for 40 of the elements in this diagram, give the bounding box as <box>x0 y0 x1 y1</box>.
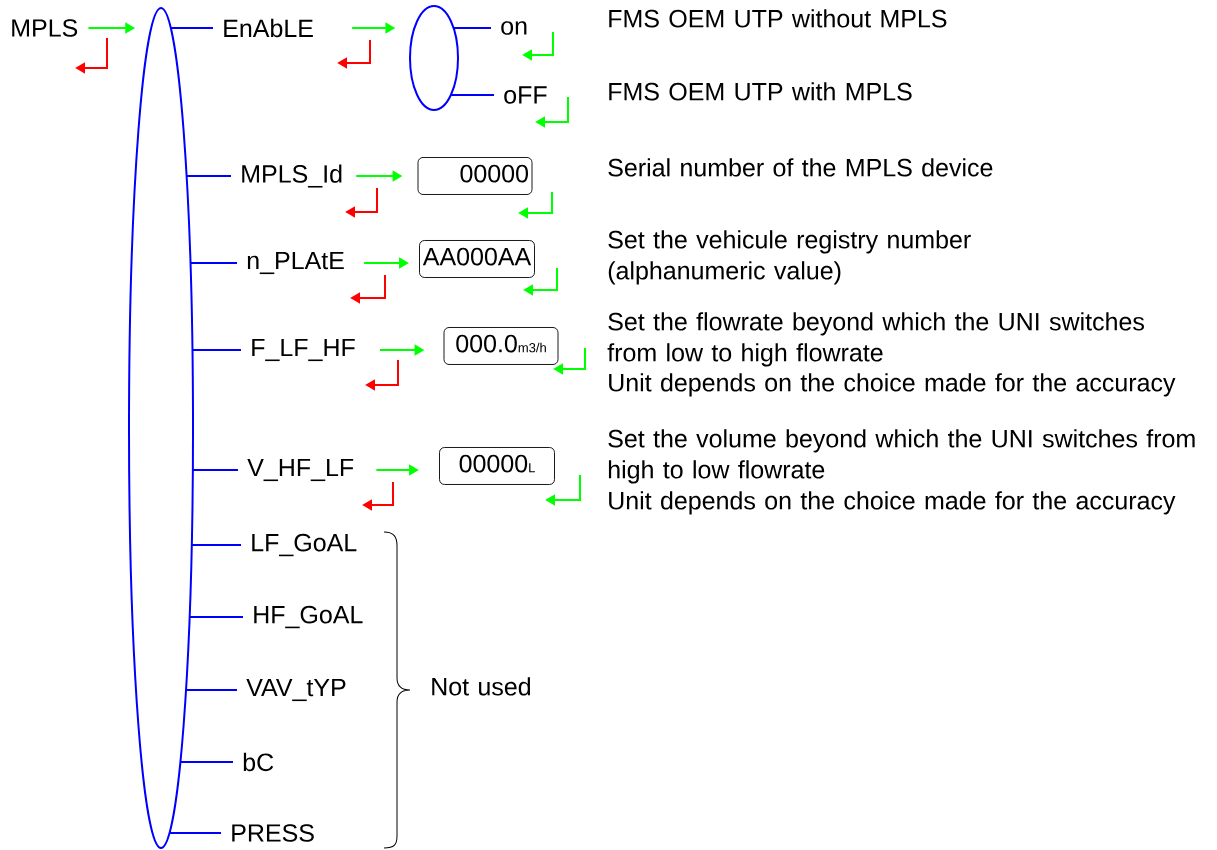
value-box: AA000AA <box>419 240 535 278</box>
branch-line <box>185 175 232 177</box>
branch-line <box>191 469 239 471</box>
description-text: Set the vehicule registry number (alphanumeric value) <box>608 230 971 285</box>
value-box: 00000L <box>439 447 555 485</box>
branch-line <box>168 832 222 834</box>
menu-item: HF_GoAL <box>254 605 363 629</box>
branch-line <box>191 349 242 351</box>
menu-item: oFF <box>504 86 547 104</box>
branch-line <box>179 761 234 763</box>
menu-item: bC <box>243 752 274 772</box>
menu-item: V_HF_LF <box>247 458 354 482</box>
menu-item: MPLS <box>12 19 78 37</box>
branch-line <box>190 544 242 546</box>
description-text: Set the flowrate beyond which the UNI switches from low to high flowrate <box>607 312 1144 367</box>
description-text: FMS OEM UTP with MPLS <box>609 82 912 101</box>
description-text: Unit depends on the choice made for the accuracy <box>609 491 1176 515</box>
description-text: Serial number of the MPLS device <box>608 158 993 177</box>
value-box: 000.0m3/h <box>443 327 559 365</box>
branch-line <box>449 94 495 96</box>
menu-item: n_PLAtE <box>247 251 344 275</box>
menu-item: PRESS <box>232 824 314 842</box>
branch-line <box>185 689 238 691</box>
menu-item: MPLS_Id <box>242 164 342 188</box>
description-text: Unit depends on the choice made for the accuracy <box>609 373 1176 397</box>
menu-item: F_LF_HF <box>252 338 355 362</box>
menu-ellipse <box>128 7 194 849</box>
menu-ellipse <box>409 5 459 111</box>
branch-line <box>169 27 214 29</box>
description-text: Set the volume beyond which the UNI switches from high to low flowrate <box>608 429 1195 484</box>
description-text: FMS OEM UTP without MPLS <box>609 9 947 28</box>
value-box: 00000 <box>417 157 533 195</box>
branch-line <box>189 262 238 264</box>
branch-line <box>452 27 492 29</box>
branch-line <box>188 616 244 618</box>
description-text: Not used <box>432 677 531 696</box>
menu-item: LF_GoAL <box>252 533 357 557</box>
menu-item: VAV_tYP <box>246 678 346 702</box>
menu-item: EnAbLE <box>224 18 313 38</box>
menu-item: on <box>501 21 527 35</box>
